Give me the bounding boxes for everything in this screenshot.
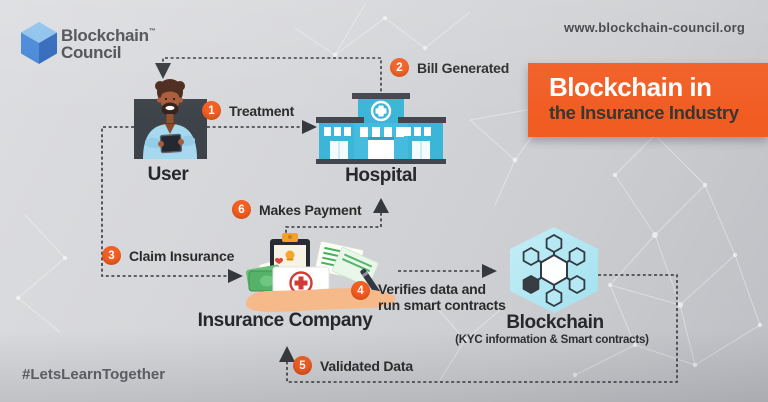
brand-line2: Council bbox=[61, 42, 122, 62]
step-3-number-badge: 3 bbox=[102, 246, 121, 265]
step-1-treatment: 1 Treatment bbox=[202, 101, 294, 120]
user-person-icon bbox=[134, 79, 207, 159]
blockchain-sublabel: (KYC information & Smart contracts) bbox=[455, 334, 649, 346]
trademark-mark: ™ bbox=[148, 28, 156, 35]
step-3-claim-insurance: 3 Claim Insurance bbox=[102, 246, 234, 265]
hashtag-text: #LetsLearnTogether bbox=[22, 366, 166, 383]
insurance-label: Insurance Company bbox=[197, 310, 373, 331]
banner-title: Blockchain in bbox=[549, 72, 712, 102]
step-2-label: Bill Generated bbox=[417, 59, 510, 76]
step-5-validated-data: 5 Validated Data bbox=[293, 356, 413, 375]
blockchain-hexagon-icon bbox=[510, 227, 598, 313]
website-url: www.blockchain-council.org bbox=[564, 20, 745, 35]
brand-name: Blockchain™ Council bbox=[61, 24, 156, 61]
step-6-label: Makes Payment bbox=[259, 201, 362, 218]
hospital-label: Hospital bbox=[345, 165, 417, 186]
blockchain-label: Blockchain bbox=[506, 312, 604, 333]
step-5-number-badge: 5 bbox=[293, 356, 312, 375]
user-label: User bbox=[147, 164, 189, 185]
step-1-label: Treatment bbox=[229, 102, 295, 119]
step-6-number-badge: 6 bbox=[232, 200, 251, 219]
title-banner: Blockchain in the Insurance Industry bbox=[528, 63, 768, 137]
step-4-label-line1: Verifies data and bbox=[378, 281, 486, 297]
step-2-bill-generated: 2 Bill Generated bbox=[390, 58, 509, 77]
step-3-label: Claim Insurance bbox=[129, 247, 235, 264]
step-6-makes-payment: 6 Makes Payment bbox=[232, 200, 362, 219]
step-1-number-badge: 1 bbox=[202, 101, 221, 120]
brand-line1: Blockchain bbox=[61, 26, 149, 45]
hospital-building-icon bbox=[316, 93, 446, 164]
step-4-label: Verifies data and run smart contracts bbox=[378, 281, 506, 313]
step-4-verifies-data: 4 Verifies data and run smart contracts bbox=[351, 281, 506, 313]
step-2-number-badge: 2 bbox=[390, 58, 409, 77]
step-4-number-badge: 4 bbox=[351, 281, 370, 300]
hospital-windows bbox=[324, 127, 431, 137]
step-4-label-line2: run smart contracts bbox=[378, 297, 506, 313]
banner-subtitle: the Insurance Industry bbox=[549, 102, 739, 123]
step-5-label: Validated Data bbox=[320, 357, 413, 374]
hand-holding-documents-icon bbox=[245, 233, 396, 312]
cube-logo-icon bbox=[21, 22, 57, 64]
molecule-nodes bbox=[522, 233, 586, 308]
